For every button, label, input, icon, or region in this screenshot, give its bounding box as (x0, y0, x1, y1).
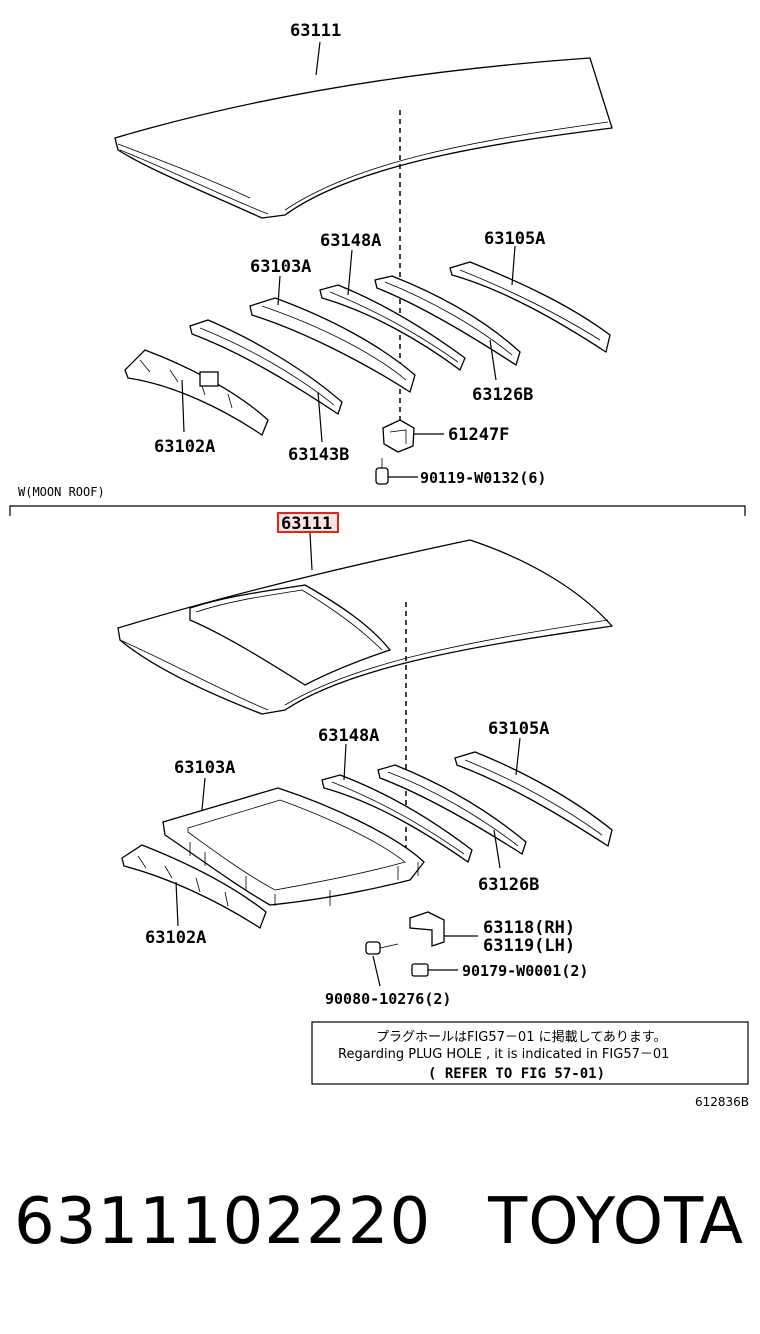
bracket-63118-63119[interactable] (409, 911, 445, 947)
bow-63148A-moonroof[interactable] (321, 774, 473, 864)
bow-63126B-top[interactable] (374, 275, 521, 367)
label-63119-LH[interactable]: 63119(LH) (483, 936, 575, 956)
roof-panel-top[interactable] (114, 57, 613, 219)
label-63118-RH[interactable]: 63118(RH) (483, 918, 575, 938)
bow-63143B-top[interactable] (189, 319, 343, 416)
label-63103A-moonroof[interactable]: 63103A (174, 758, 235, 778)
bolt-top[interactable] (375, 458, 389, 485)
label-63148A-top[interactable]: 63148A (320, 231, 381, 251)
label-90179-W0001[interactable]: 90179-W0001(2) (462, 962, 588, 980)
note-line-ref[interactable]: ( REFER TO FIG 57-01) (428, 1066, 605, 1082)
label-63102A-top[interactable]: 63102A (154, 437, 215, 457)
label-63102A-moonroof[interactable]: 63102A (145, 928, 206, 948)
bracket-61247F[interactable] (382, 419, 415, 453)
part-number: 6311102220 (14, 1185, 432, 1259)
bolt-moonroof[interactable] (365, 941, 399, 955)
roof-panel-moonroof[interactable] (117, 539, 614, 715)
note-line-en: Regarding PLUG HOLE , it is indicated in… (338, 1047, 669, 1062)
footer: 6311102220 TOYOTA (0, 1185, 760, 1285)
label-63111-top[interactable]: 63111 (290, 21, 341, 41)
label-63126B-moonroof[interactable]: 63126B (478, 875, 539, 895)
bow-63102A-moonroof[interactable] (121, 844, 267, 929)
note-line-jp: プラグホールはFIG57－01 に掲載してあります。 (376, 1029, 667, 1045)
nut-moonroof[interactable] (411, 963, 429, 977)
label-61247F[interactable]: 61247F (448, 425, 509, 445)
label-63105A-moonroof[interactable]: 63105A (488, 719, 549, 739)
label-63103A-top[interactable]: 63103A (250, 257, 311, 277)
highlight-box (277, 512, 339, 533)
bow-63148A-top[interactable] (319, 284, 466, 372)
label-63105A-top[interactable]: 63105A (484, 229, 545, 249)
figure-code: 612836B (695, 1095, 749, 1109)
label-63143B-top[interactable]: 63143B (288, 445, 349, 465)
note-box: プラグホールはFIG57－01 に掲載してあります。 Regarding PLU… (311, 1021, 749, 1085)
label-90119-W0132[interactable]: 90119-W0132(6) (420, 469, 546, 487)
label-63111-moonroof[interactable]: 63111 (281, 514, 332, 534)
leader-roof-top (315, 41, 321, 76)
parts-diagram: 63111 63105A 63126B 63148A 63103A 63143B… (9, 21, 749, 1109)
label-63126B-top[interactable]: 63126B (472, 385, 533, 405)
section-title-moon-roof: W(MOON ROOF) (18, 485, 105, 499)
bow-63103A-top[interactable] (249, 297, 416, 394)
bow-63102A-top[interactable] (124, 349, 269, 436)
brand-name: TOYOTA (488, 1185, 744, 1259)
bow-63105A-moonroof[interactable] (454, 751, 613, 848)
frame-63103A-moonroof[interactable] (162, 787, 425, 906)
bow-63126B-moonroof[interactable] (377, 764, 527, 855)
label-90080-10276[interactable]: 90080-10276(2) (325, 990, 451, 1008)
section-bracket (9, 505, 746, 516)
label-63148A-moonroof[interactable]: 63148A (318, 726, 379, 746)
